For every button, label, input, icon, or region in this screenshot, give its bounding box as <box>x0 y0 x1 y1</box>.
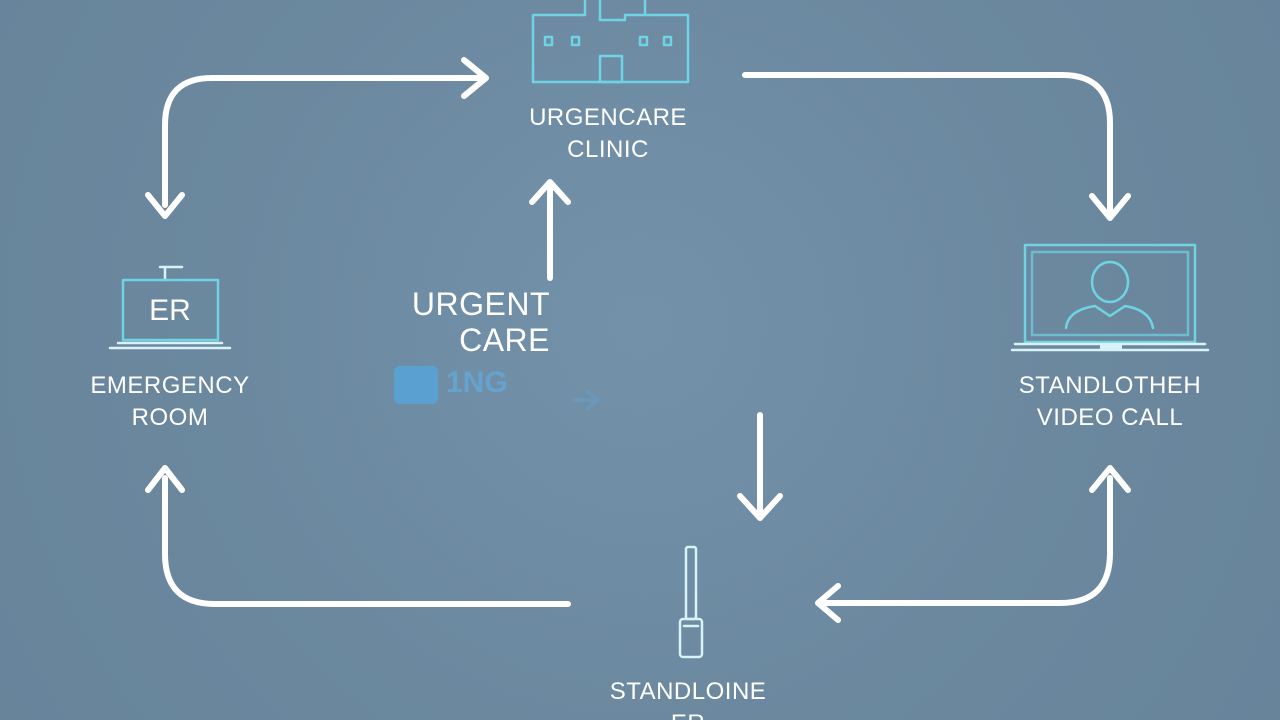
standalone-er-label-line-2: ER <box>578 708 798 720</box>
urgent-clinic-label-line-1: URGENCARE <box>529 104 687 131</box>
arrow-center-down <box>737 412 783 521</box>
emergency-room-label-line-2: ROOM <box>131 404 209 431</box>
emergency-room-label: EMERGENCY ROOM <box>70 370 270 434</box>
faded-text: 1NG <box>446 366 508 399</box>
urgent-clinic-label: URGENCARE CLINIC <box>510 102 706 166</box>
arrow-standalone-to-er <box>145 465 571 607</box>
arrow-clinic-to-video <box>742 72 1131 221</box>
faded-logo-icon <box>394 366 438 404</box>
arrow-er-to-clinic <box>145 57 489 219</box>
laptop-person-icon <box>1010 243 1210 352</box>
monitor-er-icon: ER <box>108 265 232 350</box>
standalone-er-label-line-1: STANDLOINE <box>609 678 767 705</box>
building-icon <box>531 0 690 84</box>
thermometer-icon <box>678 545 704 659</box>
video-call-label: STANDLOTHEH VIDEO CALL <box>985 370 1235 434</box>
urgent-clinic-label-line-2: CLINIC <box>567 136 649 163</box>
emergency-room-label-line-1: EMERGENCY <box>90 372 250 399</box>
video-call-label-line-2: VIDEO CALL <box>1036 404 1184 431</box>
video-call-label-line-1: STANDLOTHEH <box>1018 372 1202 399</box>
center-label-line-1: URGENT <box>411 286 550 322</box>
center-label-line-2: CARE <box>459 322 550 358</box>
arrow-center-up <box>529 179 571 281</box>
standalone-er-label: STANDLOINE ER <box>578 676 798 720</box>
er-icon-text: ER <box>149 294 191 327</box>
center-urgent-care-label: URGENT CARE <box>380 286 550 358</box>
faded-arrow-icon <box>571 390 602 410</box>
arrow-video-to-standalone <box>815 465 1131 623</box>
